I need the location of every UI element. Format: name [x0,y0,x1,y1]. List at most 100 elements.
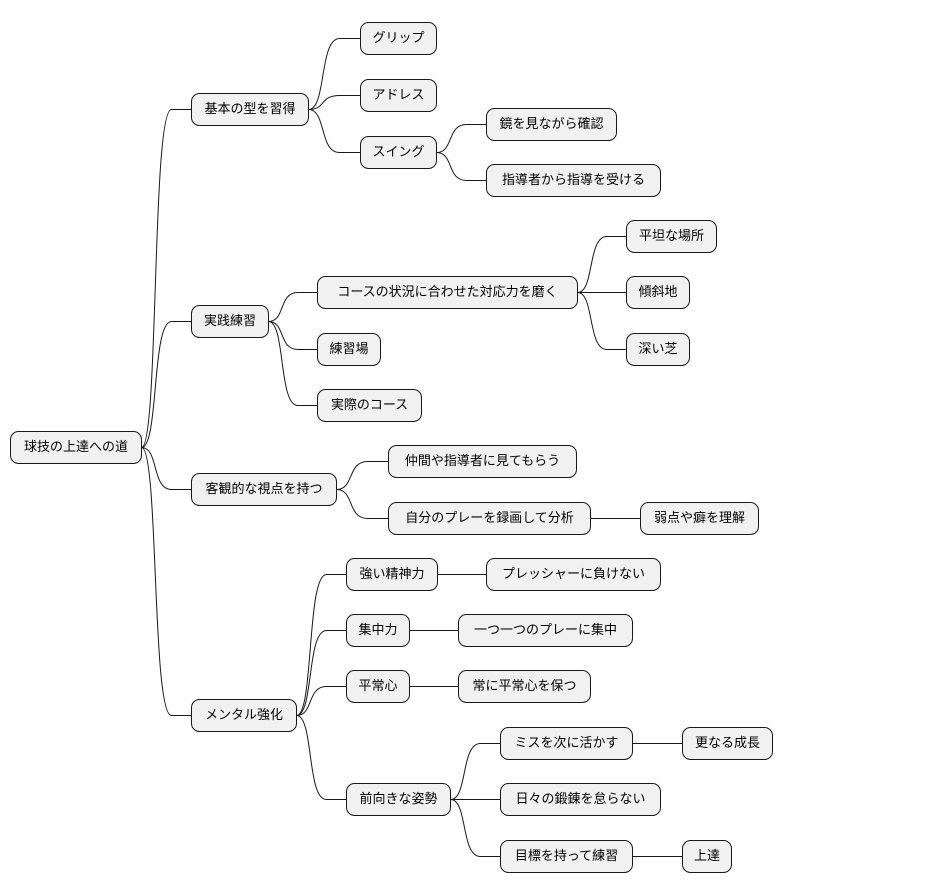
edge-connector [268,321,318,406]
edge-connector [577,236,627,293]
node-label: 目標を持って練習 [515,849,618,864]
node-box [191,93,309,126]
edge-connector [141,447,192,716]
node-box [500,783,661,816]
node-label: プレッシャーに負けない [502,567,645,582]
mindmap-node: 上達 [682,840,732,873]
node-label: 弱点や癖を理解 [654,510,745,526]
edge-connector [296,715,347,800]
mindmap-node: スイング [360,136,437,169]
node-label: 上達 [694,849,720,864]
mindmap-node: 基本の型を習得 [191,93,309,126]
node-label: 球技の上達への道 [24,440,128,455]
mindmap-node: プレッシャーに負けない [486,558,661,591]
mindmap-node: 目標を持って練習 [500,840,633,873]
edges [141,38,683,857]
mindmap-node: 弱点や癖を理解 [640,502,759,535]
edge-connector [268,321,318,350]
mindmap-node: 前向きな姿勢 [346,783,451,816]
node-box [346,614,410,647]
node-label: グリップ [372,31,424,46]
root-node: 球技の上達への道 [10,431,142,464]
mindmap-node: 更なる成長 [682,727,773,760]
node-box [626,220,717,253]
node-box [10,431,142,464]
mindmap-node: 強い精神力 [346,558,438,591]
mindmap-node: アドレス [360,79,437,112]
node-label: 日々の鍛錬を怠らない [515,791,645,807]
node-label: 平常心 [358,679,397,694]
node-label: ミスを次に活かす [514,735,618,751]
node-label: 傾斜地 [638,285,677,300]
node-box [346,670,410,703]
mindmap-node: 指導者から指導を受ける [486,164,661,197]
edge-connector [450,799,501,857]
mindmap-node: 平坦な場所 [626,220,717,253]
node-box [388,502,591,535]
edge-connector [296,574,347,716]
edge-connector [141,447,192,490]
node-box [317,276,578,309]
edge-connector [308,38,361,110]
node-box [458,614,633,647]
node-label: アドレス [372,88,424,103]
mindmap-node: 鏡を見ながら確認 [486,108,617,141]
edge-connector [141,321,192,448]
mindmap-node: 練習場 [317,333,381,366]
node-label: 前向きな姿勢 [359,791,437,807]
edge-connector [336,489,389,519]
node-box [486,164,661,197]
mindmap-node: 実際のコース [317,389,422,422]
node-box [191,473,337,506]
mindmap-node: グリップ [360,22,437,55]
mindmap-node: 深い芝 [626,333,690,366]
mindmap-node: 実践練習 [191,305,269,338]
node-label: 基本の型を習得 [204,101,295,117]
node-box [500,840,633,873]
node-box [626,333,690,366]
edge-connector [577,292,627,350]
node-label: 常に平常心を保つ [472,679,576,694]
node-label: 集中力 [358,622,397,638]
mindmap-node: コースの状況に合わせた対応力を磨く [317,276,578,309]
node-label: 練習場 [329,342,368,357]
mindmap-node: メンタル強化 [191,699,297,732]
node-box [346,783,451,816]
node-box [640,502,759,535]
node-label: メンタル強化 [205,708,283,723]
mindmap-node: 日々の鍛錬を怠らない [500,783,661,816]
node-label: 強い精神力 [359,567,424,582]
edge-connector [436,124,487,153]
node-box [191,305,269,338]
node-label: 自分のプレーを録画して分析 [405,511,574,526]
edge-connector [436,152,487,181]
node-box [626,276,690,309]
edge-connector [308,109,361,153]
node-box [682,840,732,873]
node-label: 鏡を見ながら確認 [499,116,603,132]
node-box [388,445,577,478]
edge-connector [141,109,192,448]
node-box [346,558,438,591]
mindmap-node: 一つ一つのプレーに集中 [458,614,633,647]
node-label: 客観的な視点を持つ [205,481,322,497]
node-label: 実践練習 [204,313,256,329]
node-label: 更なる成長 [695,736,760,751]
node-label: スイング [372,145,424,160]
node-box [458,670,591,703]
mindmap-node: 傾斜地 [626,276,690,309]
node-box [191,699,297,732]
node-box [360,22,437,55]
node-label: 一つ一つのプレーに集中 [474,622,617,638]
node-label: 指導者から指導を受ける [502,173,645,188]
node-box [360,136,437,169]
edge-connector [268,292,318,322]
edge-connector [296,686,347,716]
mindmap-node: 集中力 [346,614,410,647]
mindmap-node: 平常心 [346,670,410,703]
mindmap-node: ミスを次に活かす [500,727,633,760]
node-box [486,558,661,591]
mindmap-node: 常に平常心を保つ [458,670,591,703]
mindmap-node: 自分のプレーを録画して分析 [388,502,591,535]
